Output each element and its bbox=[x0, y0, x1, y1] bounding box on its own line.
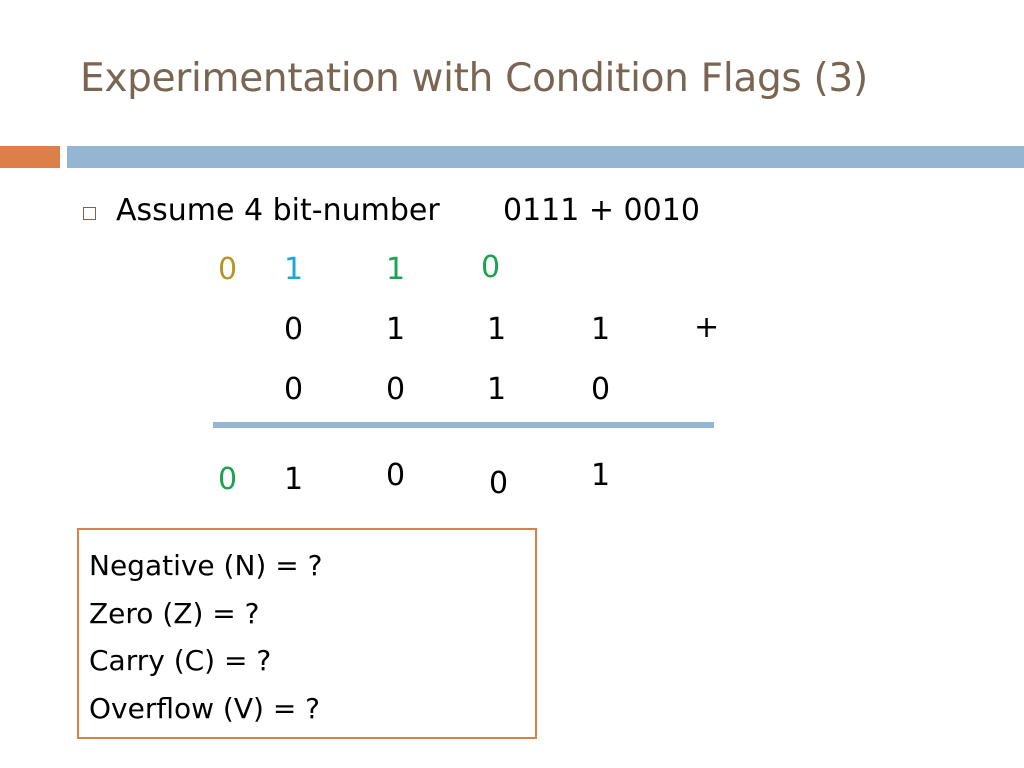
plus-sign: + bbox=[694, 310, 720, 345]
operand-b-digit: 1 bbox=[487, 372, 507, 407]
carry-digit: 0 bbox=[218, 252, 238, 287]
operand-b-digit: 0 bbox=[386, 372, 406, 407]
slide-title: Experimentation with Condition Flags (3) bbox=[80, 56, 868, 101]
result-digit: 0 bbox=[218, 462, 238, 497]
operand-b-digit: 0 bbox=[591, 372, 611, 407]
result-digit: 1 bbox=[284, 462, 304, 497]
carry-digit: 1 bbox=[284, 252, 304, 287]
operand-a-digit: 0 bbox=[284, 312, 304, 347]
sum-divider-line bbox=[213, 422, 714, 428]
flag-carry: Carry (C) = ? bbox=[89, 644, 272, 677]
operand-a-digit: 1 bbox=[386, 312, 406, 347]
title-accent-bar-blue bbox=[67, 146, 1024, 168]
operand-a-digit: 1 bbox=[591, 312, 611, 347]
bullet-expression: 0111 + 0010 bbox=[503, 193, 700, 228]
operand-a-digit: 1 bbox=[487, 312, 507, 347]
carry-digit: 0 bbox=[481, 250, 501, 285]
operand-b-digit: 0 bbox=[284, 372, 304, 407]
square-bullet-icon bbox=[83, 207, 96, 220]
result-digit: 0 bbox=[386, 458, 406, 493]
flag-overflow: Overflow (V) = ? bbox=[89, 691, 321, 725]
flag-negative: Negative (N) = ? bbox=[89, 549, 323, 582]
result-digit: 0 bbox=[489, 466, 509, 501]
condition-flags-box: Negative (N) = ? Zero (Z) = ? Carry (C) … bbox=[77, 528, 537, 739]
bullet-text: Assume 4 bit-number bbox=[116, 193, 440, 228]
carry-digit: 1 bbox=[386, 252, 406, 287]
title-accent-bar-orange bbox=[0, 146, 60, 168]
flag-zero: Zero (Z) = ? bbox=[89, 596, 260, 630]
result-digit: 1 bbox=[591, 458, 611, 493]
